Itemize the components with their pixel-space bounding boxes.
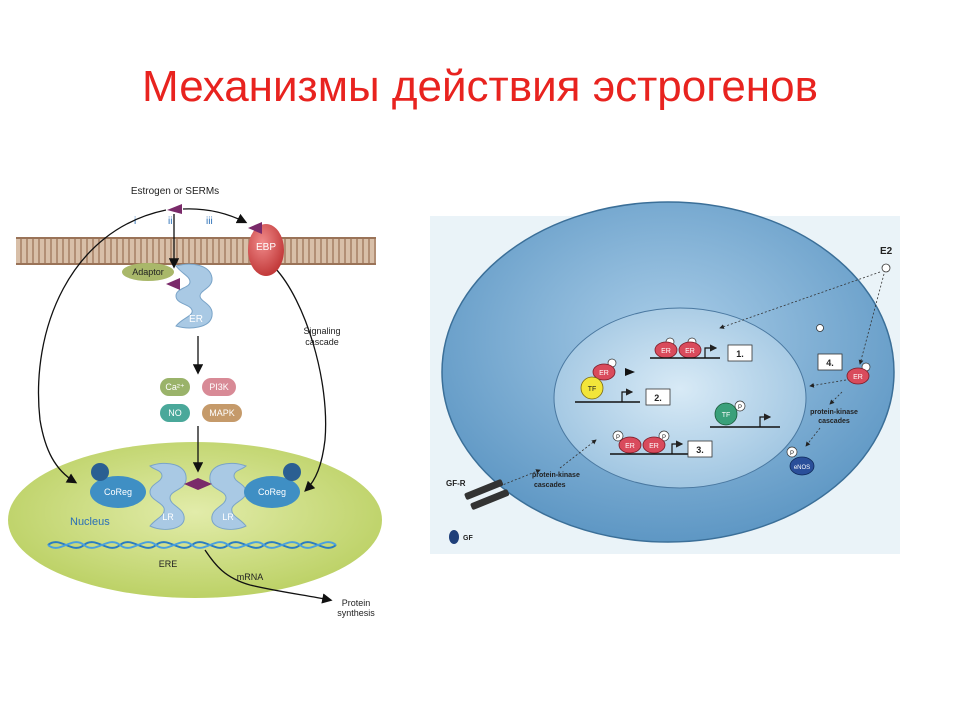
- svg-text:TF: TF: [588, 386, 597, 393]
- lr-right: [209, 462, 247, 530]
- step-3-label: 3.: [696, 445, 704, 455]
- step-1-label: 1.: [736, 349, 744, 359]
- cyto-cascade-2: cascades: [818, 418, 850, 425]
- growth-factor: GF: [449, 530, 473, 544]
- svg-text:LR: LR: [222, 512, 234, 522]
- svg-text:P: P: [738, 405, 742, 411]
- svg-text:PI3K: PI3K: [209, 382, 229, 392]
- membrane-cascade-2: cascades: [534, 482, 566, 489]
- ligand-label: Estrogen or SERMs: [131, 186, 219, 197]
- pathway-4: 4. ER protein-kinase cascades: [805, 353, 871, 447]
- enos-label: eNOS: [794, 465, 810, 471]
- lr-left: [149, 462, 187, 530]
- arrow-signaling: [274, 267, 327, 492]
- svg-text:NO: NO: [168, 408, 182, 418]
- signaling-label-2: cascade: [305, 337, 339, 347]
- svg-text:ER: ER: [649, 443, 659, 450]
- step-1-box: [727, 344, 753, 362]
- pathway-i: i: [134, 216, 136, 227]
- coreg-right-label: CoReg: [258, 487, 286, 497]
- pathway-3: P P ER ER 3.: [610, 430, 713, 458]
- coreg-left-label: CoReg: [104, 487, 132, 497]
- cyto-cascade-1: protein-kinase: [810, 409, 858, 416]
- svg-text:MAPK: MAPK: [209, 408, 235, 418]
- arrow-to-ebp: [182, 208, 248, 224]
- tf-phosphorylated: P TF: [710, 400, 780, 428]
- ebp-protein: [248, 224, 284, 276]
- e2-label: E2: [880, 246, 893, 257]
- adaptor-protein: [122, 263, 174, 281]
- gf-label: GF: [463, 535, 473, 542]
- step-4-label: 4.: [826, 358, 834, 368]
- mediator-ca: [160, 378, 190, 396]
- gfr-label: GF-R: [446, 479, 466, 488]
- protein-label-1: Protein: [342, 598, 371, 608]
- nucleus: [8, 442, 382, 598]
- svg-text:P: P: [662, 435, 666, 441]
- gf-receptor: GF-R protein-kinase cascades: [446, 439, 597, 510]
- svg-text:ER: ER: [661, 348, 671, 355]
- pathway-2: ER TF 2.: [575, 358, 671, 406]
- right-diagram: E2 ER ER 1. ER TF 2: [430, 201, 900, 554]
- svg-text:ER: ER: [853, 374, 863, 381]
- svg-text:LR: LR: [162, 512, 174, 522]
- mrna-label: mRNA: [237, 572, 264, 582]
- svg-text:ER: ER: [625, 443, 635, 450]
- step-2-box: [645, 388, 671, 406]
- pathway-iii: iii: [206, 216, 213, 227]
- ere-label: ERE: [159, 559, 178, 569]
- left-diagram: Estrogen or SERMs i ii iii EBP Adaptor E…: [8, 186, 382, 618]
- signaling-label-1: Signaling: [303, 326, 340, 336]
- protein-label-2: synthesis: [337, 608, 375, 618]
- mediator-pi3k: [202, 378, 236, 396]
- mrna-arrow: [204, 549, 333, 604]
- nucleus-label: Nucleus: [70, 516, 110, 528]
- slide-title: Механизмы действия эстрогенов: [142, 62, 818, 111]
- svg-text:P: P: [790, 451, 794, 457]
- pathway-1: ER ER 1.: [650, 337, 753, 362]
- membrane-cascade-1: protein-kinase: [532, 472, 580, 479]
- adaptor-label: Adaptor: [132, 267, 164, 277]
- step-2-label: 2.: [654, 393, 662, 403]
- arrow-genomic-left: [37, 209, 167, 484]
- coreg-left: [90, 476, 146, 508]
- er-membrane: [175, 263, 213, 329]
- ligand-icon: [167, 204, 182, 214]
- svg-text:P: P: [616, 435, 620, 441]
- mediator-mapk: [202, 404, 242, 422]
- svg-text:TF: TF: [722, 412, 731, 419]
- svg-text:ER: ER: [685, 348, 695, 355]
- step-3-box: [687, 440, 713, 458]
- er-label: ER: [189, 314, 203, 325]
- ebp-label: EBP: [256, 242, 276, 253]
- svg-text:ER: ER: [599, 370, 609, 377]
- svg-text:Ca²⁺: Ca²⁺: [165, 382, 185, 392]
- e2-molecule: [881, 263, 891, 273]
- cell-membrane: [16, 238, 376, 264]
- pathway-ii: ii: [168, 216, 172, 227]
- step-4-box: [817, 353, 843, 371]
- enos: P eNOS: [786, 446, 815, 476]
- coreg-right: [244, 476, 300, 508]
- mediator-no: [160, 404, 190, 422]
